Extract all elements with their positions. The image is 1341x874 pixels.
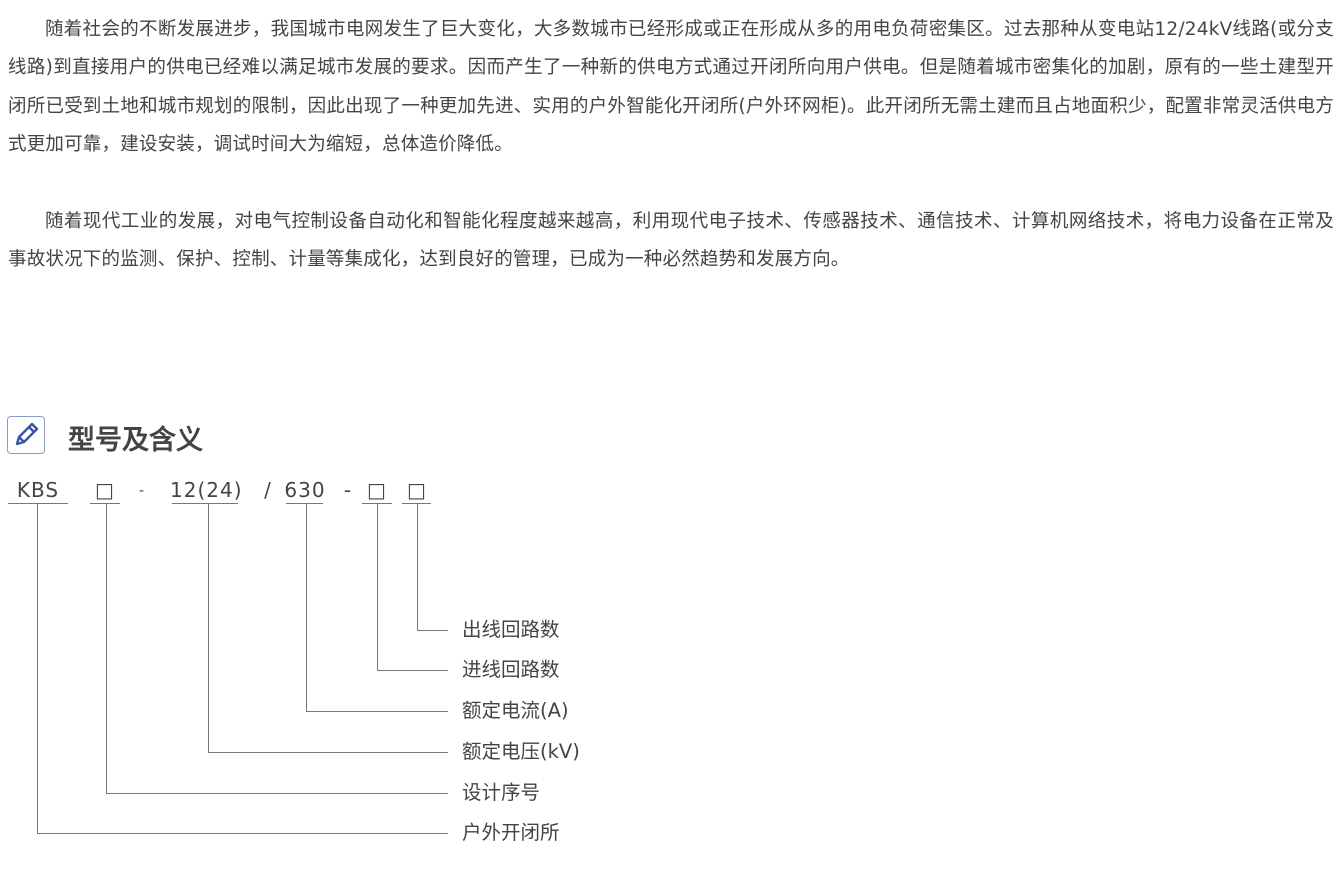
intro-paragraph-2: 随着现代工业的发展，对电气控制设备自动化和智能化程度越来越高，利用现代电子技术、… xyxy=(8,211,1334,271)
code-voltage: 12(24) xyxy=(170,478,243,502)
code-current: 630 xyxy=(284,478,326,502)
intro-paragraph-1: 随着社会的不断发展进步，我国城市电网发生了巨大变化，大多数城市已经形成或正在形成… xyxy=(8,19,1334,156)
code-dash: - xyxy=(138,483,146,499)
meaning-voltage: 额定电压(kV) xyxy=(462,740,580,763)
meaning-series: 户外开闭所 xyxy=(462,821,560,844)
code-outgoing: □ xyxy=(407,478,427,502)
meaning-current: 额定电流(A) xyxy=(462,699,569,722)
section-title: 型号及含义 xyxy=(68,425,203,456)
pencil-icon xyxy=(7,416,45,454)
code-design: □ xyxy=(95,478,115,502)
code-series: KBS xyxy=(16,478,60,502)
code-dash: - xyxy=(343,478,353,502)
code-slash: / xyxy=(264,478,272,502)
meaning-design: 设计序号 xyxy=(462,781,541,804)
code-incoming: □ xyxy=(367,478,387,502)
meaning-incoming: 进线回路数 xyxy=(462,658,560,681)
meaning-outgoing: 出线回路数 xyxy=(462,618,560,641)
